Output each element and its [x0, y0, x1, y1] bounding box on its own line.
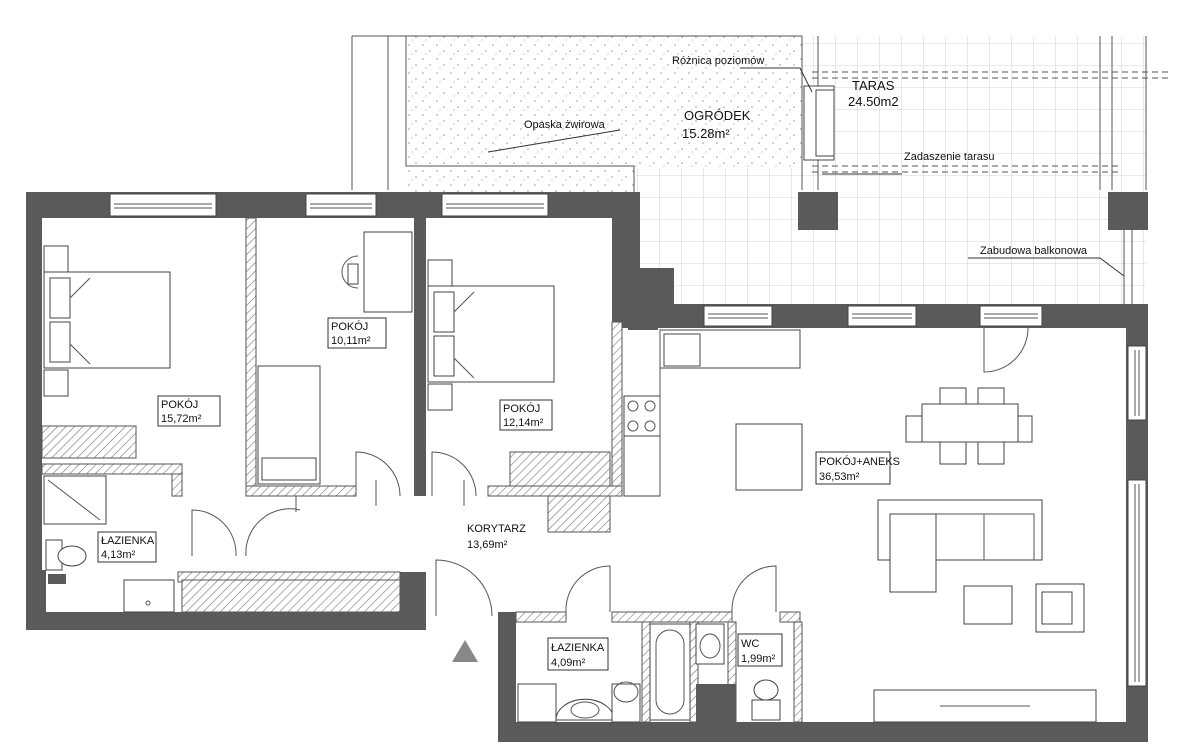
living-furniture [873, 387, 1097, 723]
garden-name: OGRÓDEK [684, 108, 751, 123]
bathroom2-fixtures [517, 623, 781, 723]
bedroom2-name: POKÓJ [331, 320, 368, 333]
room-label-bathroom1: ŁAZIENKA 4,13m² [97, 531, 157, 563]
annotation-terrace-roof: Zadaszenie tarasu [904, 151, 995, 163]
room-label-living: POKÓJ+ANEKS 36,53m² [815, 451, 900, 485]
corridor-area: 13,69m² [467, 539, 508, 551]
room-label-bathroom2: ŁAZIENKA 4,09m² [547, 637, 609, 671]
garden-area: 15.28m² [682, 126, 730, 141]
living-name: POKÓJ+ANEKS [819, 455, 900, 468]
doors [191, 327, 1029, 617]
bedroom1-furniture [41, 245, 171, 459]
living-area: 36,53m² [819, 471, 860, 483]
garden-area [351, 35, 802, 304]
room-label-terrace: TARAS 24.50m2 [848, 78, 899, 109]
entrance-arrow-icon [452, 640, 478, 662]
corridor-name: KORYTARZ [467, 523, 526, 535]
annotation-balcony: Zabudowa balkonowa [980, 245, 1088, 257]
room-label-corridor: KORYTARZ 13,69m² [464, 518, 526, 554]
terrace-area: 24.50m2 [848, 94, 899, 109]
room-label-bedroom2: POKÓJ 10,11m² [327, 317, 387, 349]
annotation-gravel: Opaska żwirowa [524, 119, 606, 131]
room-label-bedroom1: POKÓJ 15,72m² [157, 395, 221, 427]
leader-lines [487, 67, 1125, 277]
annotation-level-difference: Różnica poziomów [672, 55, 764, 67]
bathroom2-area: 4,09m² [551, 657, 586, 669]
bathroom2-name: ŁAZIENKA [551, 642, 605, 654]
wc-name: WC [741, 638, 759, 650]
bedroom2-area: 10,11m² [331, 335, 371, 347]
wc-area: 1,99m² [741, 653, 776, 665]
bedroom3-area: 12,14m² [503, 417, 544, 429]
bedroom1-area: 15,72m² [161, 413, 202, 425]
windows [109, 193, 1147, 687]
terrace-name: TARAS [852, 78, 895, 93]
bathroom1-fixtures [43, 475, 401, 613]
terrace-area [801, 36, 1172, 304]
bathroom1-area: 4,13m² [101, 549, 136, 561]
room-label-garden: OGRÓDEK 15.28m² [682, 108, 751, 141]
bedroom1-name: POKÓJ [161, 398, 198, 411]
bathroom1-name: ŁAZIENKA [101, 535, 155, 547]
room-label-wc: WC 1,99m² [737, 633, 783, 667]
terrace-column-right [1108, 192, 1148, 230]
room-label-bedroom3: POKÓJ 12,14m² [499, 399, 553, 431]
bedroom3-furniture [427, 259, 611, 533]
bedroom2-furniture [257, 231, 413, 485]
terrace-column-left [798, 192, 838, 230]
bedroom3-name: POKÓJ [503, 402, 540, 415]
kitchen-fixtures [623, 324, 803, 497]
